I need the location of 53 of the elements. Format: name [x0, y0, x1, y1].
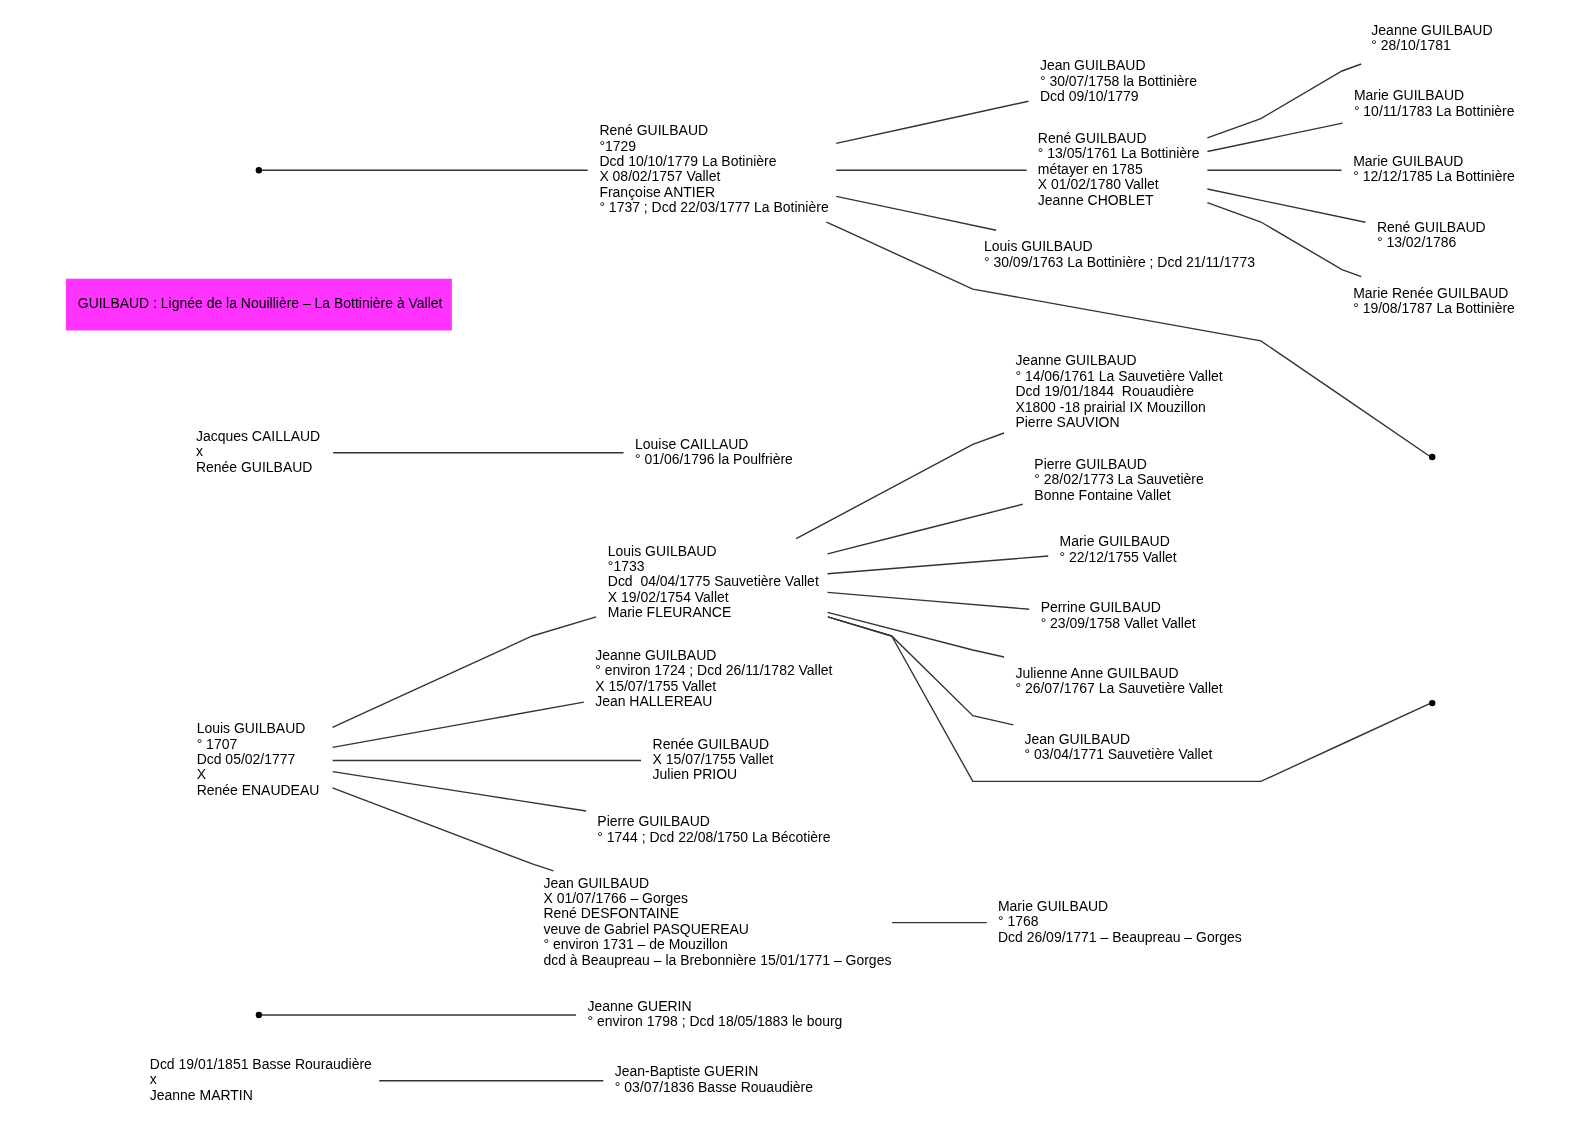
node-text: Marie GUILBAUD ° 10/11/1783 La Bottinière	[1353, 87, 1515, 119]
connector	[794, 432, 1005, 540]
connector	[826, 555, 1049, 575]
connector	[331, 787, 554, 872]
node-text: Jean GUILBAUD X 01/07/1766 – Gorges René DESFONTAINE veuve de Gabriel PASQUEREAU ° environ 1731 – de Mouzillon dcd à Beaupreau – la Brebonnière 15/01/1771 – Gorges	[542, 874, 891, 968]
connector	[826, 503, 1023, 555]
connector	[331, 452, 624, 454]
node-text: Renée GUILBAUD X 15/07/1755 Vallet Julien PRIOU	[652, 735, 773, 783]
node-text: Louis GUILBAUD ° 30/09/1763 La Bottinière ; Dcd 21/11/1773	[983, 238, 1255, 270]
connector	[1206, 169, 1342, 171]
connector	[331, 759, 642, 762]
node-text: Jean-Baptiste GUERIN ° 03/07/1836 Basse Rouaudière	[614, 1063, 813, 1095]
connector	[835, 169, 1027, 171]
connector	[378, 1080, 604, 1082]
connector	[1206, 122, 1343, 153]
node-box: GUILBAUD : Lignée de la Nouillière – La Bottinière à Vallet	[65, 278, 452, 331]
connector	[260, 1014, 577, 1016]
node-text: Marie GUILBAUD ° 12/12/1785 La Bottinière	[1352, 153, 1515, 185]
node-text: Jeanne GUILBAUD ° environ 1724 ; Dcd 26/11/1782 Vallet X 15/07/1755 Vallet Jean HALLEREAU	[594, 646, 832, 709]
node-text: Jean GUILBAUD ° 03/04/1771 Sauvetière Vallet	[1024, 730, 1212, 763]
connector	[331, 701, 585, 749]
connector	[260, 169, 588, 171]
node-text: René GUILBAUD ° 13/02/1786	[1376, 218, 1486, 251]
connector	[331, 770, 587, 812]
node-text: Louis GUILBAUD ° 1707 Dcd 05/02/1777 X Renée ENAUDEAU	[196, 720, 319, 798]
connector	[890, 921, 987, 924]
node-text: Dcd 19/01/1851 Basse Rouraudière x Jeanne MARTIN	[149, 1055, 372, 1103]
connector	[826, 591, 1030, 610]
connector	[1206, 63, 1362, 139]
node-text: Marie GUILBAUD ° 22/12/1755 Vallet	[1059, 533, 1177, 565]
connector	[835, 195, 997, 231]
node-text: René GUILBAUD ° 13/05/1761 La Bottinière métayer en 1785 X 01/02/1780 Vallet Jeanne CHOBLET	[1037, 130, 1200, 208]
node-text: Jeanne GUERIN ° environ 1798 ; Dcd 18/05/1883 le bourg	[587, 997, 842, 1030]
node-text: Pierre GUILBAUD ° 28/02/1773 La Sauvetière Bonne Fontaine Vallet	[1033, 455, 1204, 503]
node-text: Marie GUILBAUD ° 1768 Dcd 26/09/1771 – Beaupreau – Gorges	[997, 897, 1242, 945]
connector	[1206, 201, 1362, 278]
node-text: Jeanne GUILBAUD ° 28/10/1781	[1370, 21, 1492, 54]
node-text: Marie Renée GUILBAUD ° 19/08/1787 La Bottinière	[1352, 284, 1515, 316]
connector	[826, 611, 1005, 658]
connector	[1206, 188, 1366, 223]
node-text: Louise CAILLAUD ° 01/06/1796 la Poulfrière	[634, 435, 793, 467]
node-text: Jean GUILBAUD ° 30/07/1758 la Bottinière Dcd 09/10/1779	[1039, 57, 1197, 105]
node-text: Louis GUILBAUD °1733 Dcd 04/04/1775 Sauvetière Vallet X 19/02/1754 Vallet Marie FLEURANCE	[607, 542, 819, 621]
node-text: Jeanne GUILBAUD ° 14/06/1761 La Sauvetière Vallet Dcd 19/01/1844 Rouaudière X1800 -18 prairial IX Mouzillon Pierre SAUVION	[1014, 352, 1223, 430]
connector	[835, 100, 1029, 145]
connector	[825, 221, 1430, 457]
node-text: Julienne Anne GUILBAUD ° 26/07/1767 La Sauvetière Vallet	[1014, 664, 1223, 697]
connector	[331, 616, 597, 729]
node-text: Jacques CAILLAUD x Renée GUILBAUD	[195, 427, 320, 475]
node-text: Perrine GUILBAUD ° 23/09/1758 Vallet Vallet	[1040, 599, 1196, 631]
connector	[826, 616, 1430, 783]
node-text: Pierre GUILBAUD ° 1744 ; Dcd 22/08/1750 La Bécotière	[596, 813, 830, 845]
node-text: René GUILBAUD °1729 Dcd 10/10/1779 La Botinière X 08/02/1757 Vallet Françoise ANTIER ° 1737 ; Dcd 22/03/1777 La Botinière	[598, 122, 829, 216]
